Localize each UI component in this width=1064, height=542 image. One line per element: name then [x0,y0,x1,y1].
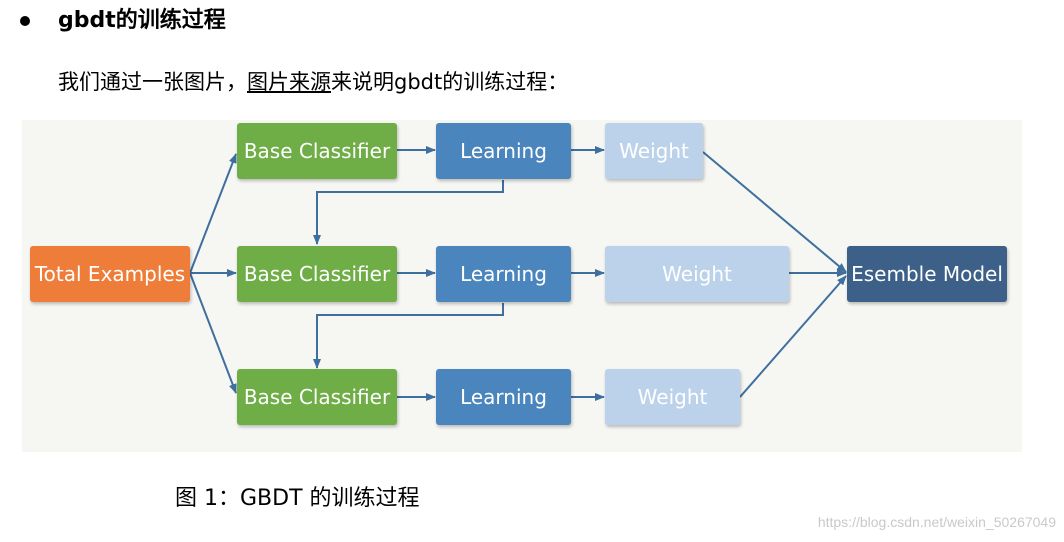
watermark: https://blog.csdn.net/weixin_50267049 [817,514,1056,530]
node-base-classifier-3: Base Classifier [237,369,397,425]
figure-caption: 图 1：GBDT 的训练过程 [175,486,420,511]
intro-text-after: 来说明gbdt的训练过程： [331,70,569,94]
node-weight-1: Weight [605,123,703,179]
intro-paragraph: 我们通过一张图片，图片来源来说明gbdt的训练过程： [58,67,568,97]
node-total-examples: Total Examples [30,246,190,302]
node-weight-3: Weight [605,369,740,425]
node-base-classifier-2: Base Classifier [237,246,397,302]
image-source-link[interactable]: 图片来源 [247,70,331,94]
node-learning-3: Learning [436,369,571,425]
node-learning-2: Learning [436,246,571,302]
intro-text-before: 我们通过一张图片， [58,70,247,94]
node-ensemble-model: Esemble Model [847,246,1007,302]
section-heading: gbdt的训练过程 [58,8,226,33]
node-base-classifier-1: Base Classifier [237,123,397,179]
node-learning-1: Learning [436,123,571,179]
bullet-point [20,16,30,26]
node-weight-2: Weight [605,246,789,302]
